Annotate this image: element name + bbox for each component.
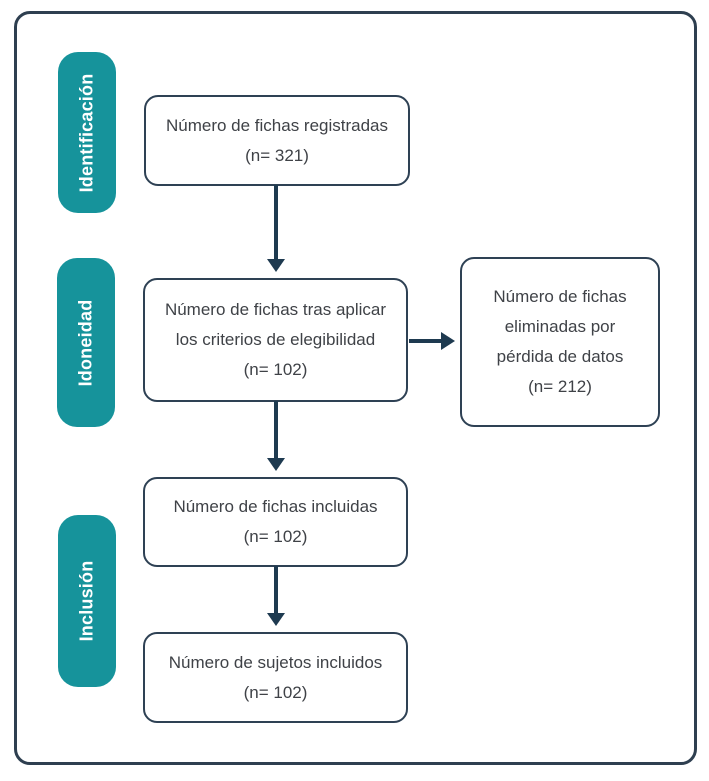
stage-label-inclusion: Inclusión (58, 515, 116, 687)
box-count: (n= 102) (243, 527, 308, 546)
stage-label-text: Identificación (76, 73, 97, 192)
stage-label-idoneidad: Idoneidad (57, 258, 115, 427)
arrow-down-2-head-icon (267, 458, 285, 471)
diagram-frame (14, 11, 697, 765)
box-text-line: Número de fichas (493, 287, 627, 306)
stage-label-text: Idoneidad (75, 299, 96, 386)
arrow-right-line (409, 339, 441, 343)
box-count: (n= 321) (245, 145, 309, 165)
box-count: (n= 212) (528, 377, 592, 396)
box-text-line: Número de fichas incluidas (173, 497, 378, 516)
box-records-included: Número de fichas incluidas (n= 102) (143, 477, 408, 567)
box-text-line: Número de sujetos incluidos (168, 652, 383, 672)
box-text-line: los criterios de elegibilidad (175, 330, 376, 349)
box-subjects-included: Número de sujetos incluidos (n= 102) (143, 632, 408, 723)
arrow-down-3-line (274, 566, 278, 614)
arrow-down-3-head-icon (267, 613, 285, 626)
box-records-after-eligibility: Número de fichas tras aplicar los criter… (143, 278, 408, 402)
box-text-line: Número de fichas registradas (165, 115, 389, 135)
arrow-down-1-head-icon (267, 259, 285, 272)
box-records-eliminated: Número de fichas eliminadas por pérdida … (460, 257, 660, 427)
stage-label-text: Inclusión (76, 560, 97, 642)
arrow-right-head-icon (441, 332, 455, 350)
stage-label-identificacion: Identificación (58, 52, 116, 213)
box-records-registered: Número de fichas registradas (n= 321) (144, 95, 410, 186)
box-count: (n= 102) (243, 682, 308, 702)
box-count: (n= 102) (243, 360, 308, 379)
box-text-line: Número de fichas tras aplicar (164, 300, 387, 319)
box-text-line: eliminadas por (504, 317, 616, 336)
arrow-down-2-line (274, 401, 278, 459)
box-text-line: pérdida de datos (496, 347, 624, 366)
arrow-down-1-line (274, 185, 278, 260)
